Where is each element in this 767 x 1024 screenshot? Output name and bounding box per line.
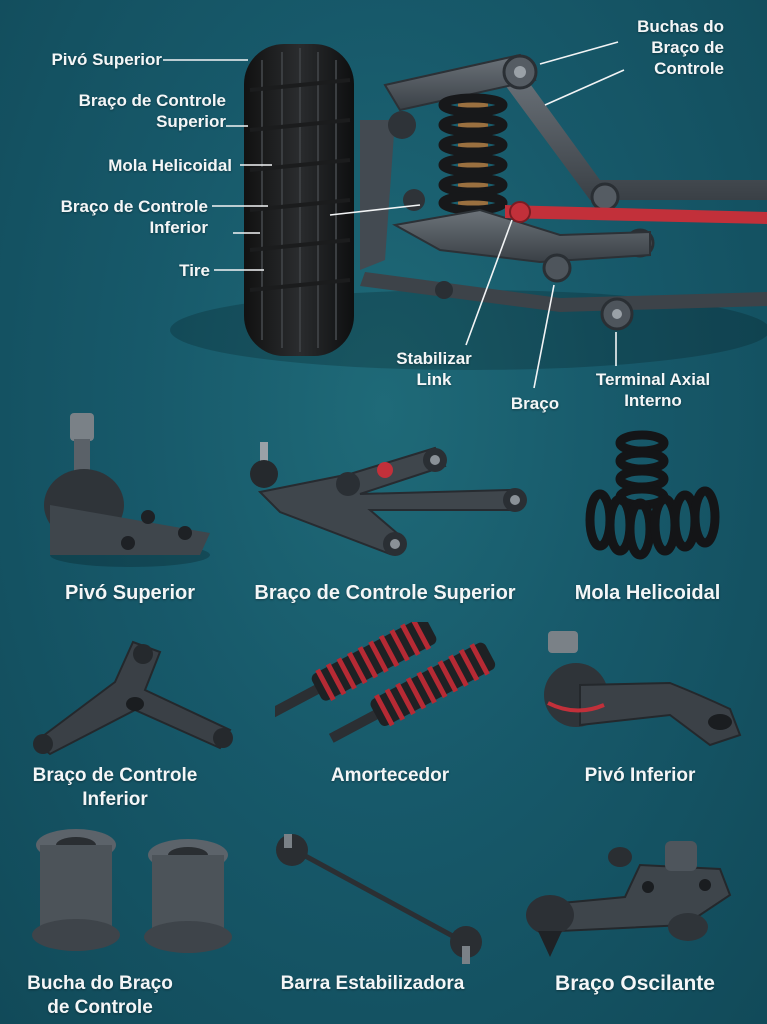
braco-oscilante-illustration — [526, 841, 732, 957]
amortecedor-illustration — [275, 622, 496, 743]
label-stabilizar-link: Stabilizar Link — [396, 349, 472, 389]
label-mola-helicoidal: Mola Helicoidal — [108, 156, 232, 175]
braco-controle-inferior-illustration — [33, 640, 233, 756]
label-braco: Braço — [510, 394, 560, 413]
mola-helicoidal-illustration — [585, 430, 720, 560]
pivo-superior-illustration — [44, 413, 210, 567]
label-tire: Tire — [179, 261, 210, 280]
label-braco-controle-superior: Braço de Controle Superior — [78, 91, 226, 131]
tire-graphic — [244, 44, 354, 356]
caption-pivo-superior: Pivó Superior — [64, 582, 196, 604]
caption-amortecedor: Amortecedor — [330, 765, 450, 786]
caption-mola-helicoidal: Mola Helicoidal — [574, 582, 721, 604]
caption-braco-controle-inferior: Braço de Controle Inferior — [32, 765, 198, 810]
barra-estabilizadora-illustration — [276, 834, 482, 964]
label-buchas-braco-controle: Buchas do Braço de Controle — [637, 17, 724, 78]
label-braco-controle-inferior: Braço de Controle Inferior — [60, 197, 208, 237]
bucha-braco-controle-illustration — [32, 829, 232, 953]
caption-braco-controle-superior: Braço de Controle Superior — [254, 582, 516, 604]
suspension-assembly-illustration — [163, 41, 767, 389]
label-terminal-axial-interno: Terminal Axial Interno — [595, 370, 711, 410]
braco-controle-superior-illustration — [250, 442, 527, 556]
caption-pivo-inferior: Pivó Inferior — [584, 765, 696, 786]
coil-spring-graphic — [438, 93, 508, 216]
label-pivo-superior: Pivó Superior — [51, 50, 162, 69]
caption-bucha-braco-controle: Bucha do Braço de Controle — [27, 973, 173, 1018]
pivo-inferior-illustration — [544, 631, 742, 747]
caption-braco-oscilante: Braço Oscilante — [555, 972, 715, 995]
caption-barra-estabilizadora: Barra Estabilizadora — [280, 973, 465, 994]
